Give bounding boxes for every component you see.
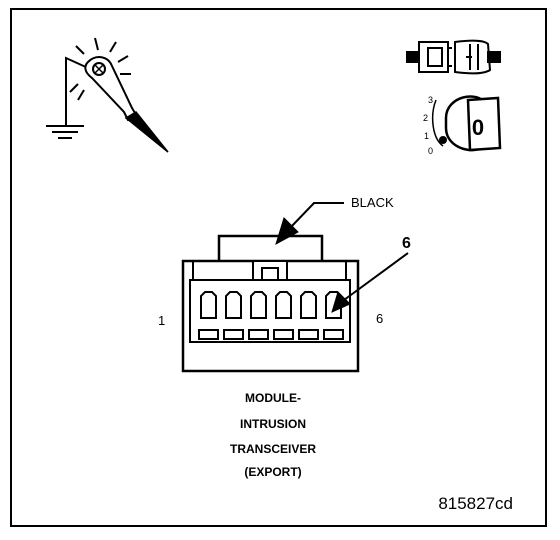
caption-line-1: MODULE-: [245, 391, 301, 405]
color-callout-leader: [275, 202, 344, 246]
ignition-position-1: 1: [424, 131, 429, 141]
connector-pin-5: [298, 291, 319, 340]
connector-pin-4: [273, 291, 294, 340]
ignition-position-0: 0: [428, 146, 433, 156]
pin-label-right: 6: [376, 311, 383, 326]
ignition-key-off-icon: 0 3 2 1 0: [423, 95, 502, 156]
test-light-probe-icon: [46, 37, 169, 153]
connector-pin-2: [223, 291, 244, 340]
connector-pin-1: [198, 291, 219, 340]
figure-id: 815827cd: [438, 494, 513, 513]
callout-pin-number: 6: [402, 235, 411, 252]
ignition-position-3: 3: [428, 95, 433, 105]
diagram-frame: [10, 8, 547, 527]
pin-callout-leader: [331, 252, 409, 313]
pin-label-left: 1: [158, 313, 165, 328]
connector-pin-3: [248, 291, 269, 340]
ignition-position-2: 2: [423, 113, 428, 123]
caption-line-4: (EXPORT): [244, 465, 301, 479]
caption-line-3: TRANSCEIVER: [230, 442, 316, 456]
connector-color-label: BLACK: [351, 195, 394, 210]
caption-line-2: INTRUSION: [240, 417, 306, 431]
ignition-key-label: 0: [472, 115, 484, 140]
connector-caption: MODULE- INTRUSION TRANSCEIVER (EXPORT): [230, 391, 316, 479]
disconnected-connector-icon: [406, 39, 501, 75]
